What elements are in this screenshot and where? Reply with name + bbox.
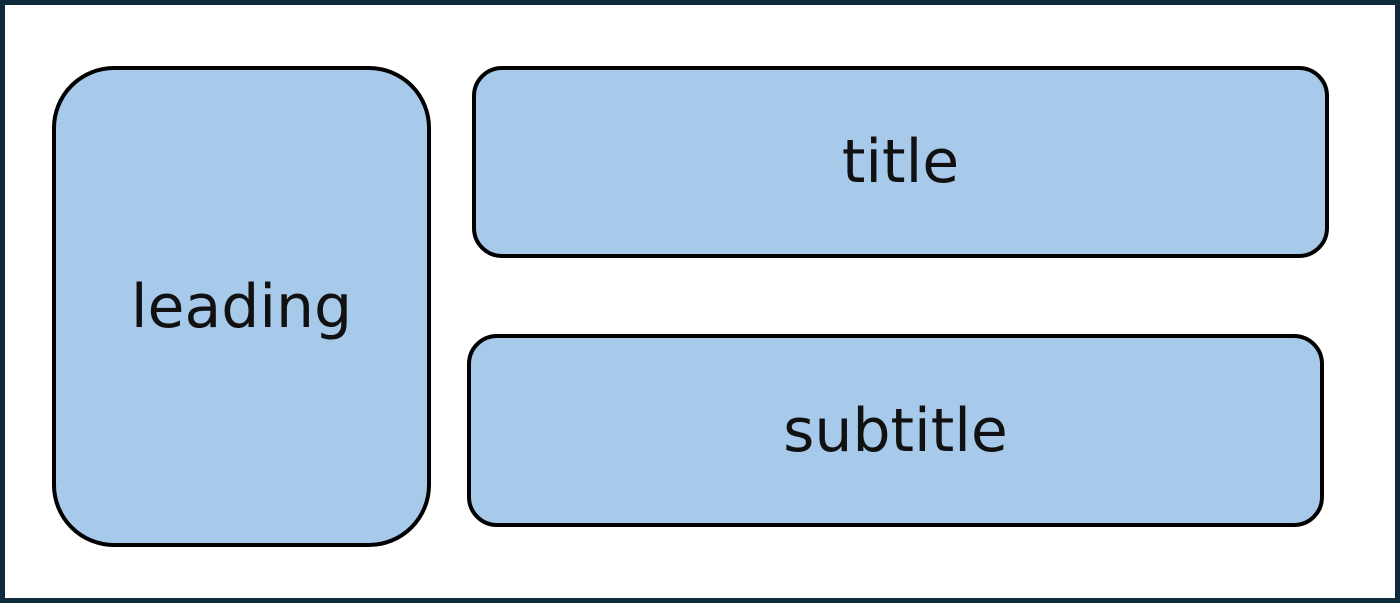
title-label: title bbox=[841, 127, 960, 197]
title-box: title bbox=[472, 66, 1329, 258]
leading-label: leading bbox=[130, 271, 353, 342]
leading-box: leading bbox=[52, 66, 431, 547]
subtitle-box: subtitle bbox=[467, 334, 1324, 527]
subtitle-label: subtitle bbox=[783, 395, 1008, 466]
